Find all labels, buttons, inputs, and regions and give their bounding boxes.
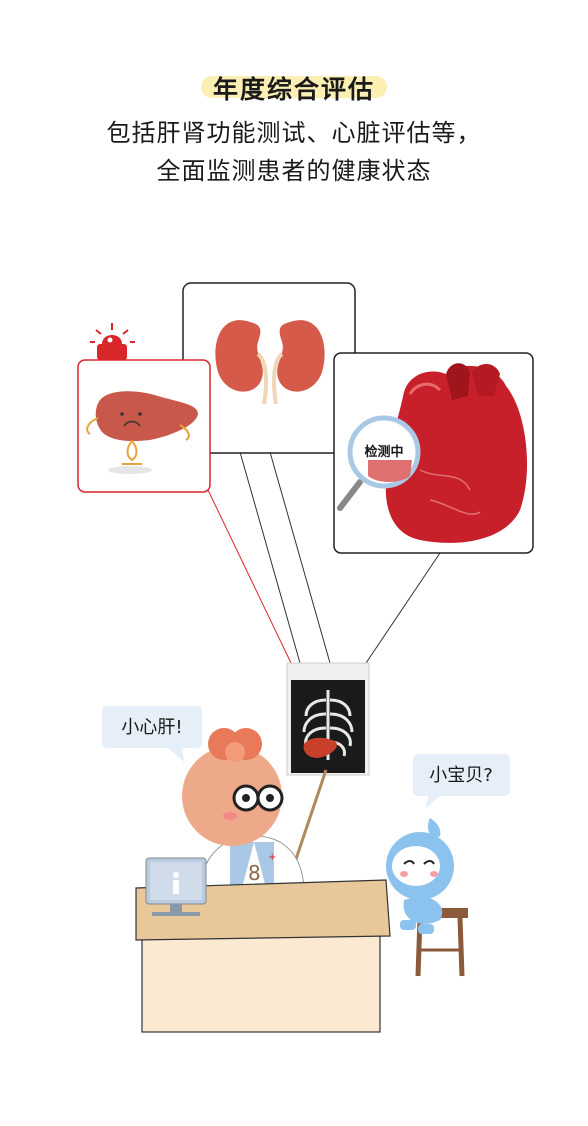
desk [135, 857, 391, 1033]
pointer-stick [293, 769, 328, 863]
doctor-speech-bubble: 小心肝! [102, 706, 202, 762]
doctor-head [182, 746, 282, 846]
doctor-character: 8 + [182, 728, 328, 901]
liver-card [77, 323, 211, 493]
patient-character [386, 818, 468, 977]
heart-icon [385, 363, 528, 543]
subtitle-line-2: 全面监测患者的健康状态 [156, 157, 432, 185]
kidney-card [182, 282, 356, 454]
connector-lines [207, 451, 441, 664]
xray-liver-icon [303, 737, 337, 758]
svg-text:+: + [268, 852, 276, 863]
patient-speech-bubble: 小宝贝? [413, 754, 510, 808]
page-title: 年度综合评估 [212, 75, 375, 104]
magnifier-label: 检测中 [364, 444, 403, 460]
liver-icon [86, 391, 198, 474]
doctor-speech-text: 小心肝! [121, 717, 182, 738]
computer-monitor-icon [145, 857, 207, 916]
xray-film [286, 662, 370, 776]
kidney-icon [215, 320, 325, 405]
glasses-icon [232, 784, 284, 812]
magnifier-icon [337, 415, 421, 511]
alarm-icon [90, 323, 135, 360]
title-highlight: 年度综合评估 [200, 70, 388, 106]
subtitle-line-1: 包括肝肾功能测试、心脏评估等， [106, 119, 482, 147]
header: 年度综合评估 包括肝肾功能测试、心脏评估等， 全面监测患者的健康状态 [0, 70, 588, 190]
patient-speech-text: 小宝贝? [429, 765, 493, 786]
heart-card: 检测中 [333, 352, 534, 554]
svg-text:8: 8 [248, 861, 261, 885]
